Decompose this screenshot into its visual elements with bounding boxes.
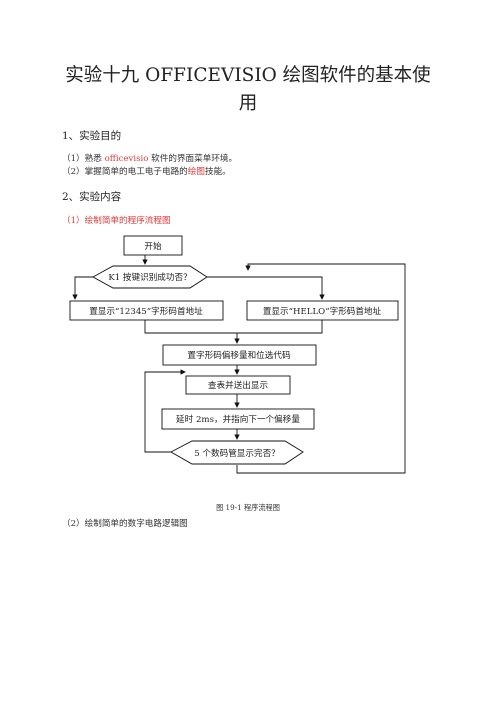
delay-box — [161, 408, 315, 430]
right-address-box — [246, 300, 399, 321]
decision1-hexagon — [92, 265, 208, 289]
lookup-label: 查表并送出显示 — [208, 379, 269, 391]
content-item-logic-diagram: （2）绘制简单的数字电路逻辑图 — [62, 519, 188, 529]
purpose-item-1-highlight: officevisio — [104, 154, 149, 164]
offset-label: 置字形码偏移量和位选代码 — [187, 349, 291, 361]
purpose-item-1: （1）熟悉 officevisio 软件的界面菜单环境。 — [62, 152, 237, 164]
page-title: 实验十九 OFFICEVISIO 绘图软件的基本使 用 — [40, 62, 456, 118]
arrow-decision1-to-right-box — [207, 276, 325, 300]
purpose-item-1-suffix: 软件的界面菜单环境。 — [148, 154, 238, 164]
line-decision2-down — [236, 465, 400, 474]
decision1-label: K1 按键识别成功否？ — [108, 271, 191, 283]
delay-label: 延时 2ms，并指向下一个偏移量 — [176, 413, 300, 425]
purpose-item-2: （2）掌握简单的电工电子电路的绘图技能。 — [62, 165, 231, 177]
arrow-left-box-to-offset — [144, 320, 240, 344]
arrow-decision1-to-left-box — [72, 276, 93, 300]
purpose-item-1-prefix: （1）熟悉 — [62, 154, 105, 164]
purpose-item-2-highlight: 绘图 — [187, 167, 205, 177]
lookup-box — [185, 375, 291, 395]
right-address-label: 置显示“HELLO”字形码首地址 — [263, 305, 382, 317]
offset-box — [162, 344, 317, 366]
purpose-item-2-prefix: （2）掌握简单的电工电子电路的 — [62, 167, 188, 177]
left-address-label: 置显示“12345”字形码首地址 — [89, 305, 203, 317]
purpose-item-2-suffix: 技能。 — [204, 167, 231, 177]
line-right-box-to-merge — [237, 320, 323, 334]
start-box — [123, 235, 183, 256]
start-label: 开始 — [144, 240, 162, 252]
decision2-hexagon — [170, 440, 304, 465]
arrow-decision2-loop-to-lookup — [144, 369, 186, 453]
content-item-flowchart: （1）绘制简单的程序流程图 — [62, 216, 171, 226]
title-line-1: 实验十九 OFFICEVISIO 绘图软件的基本使 — [65, 65, 431, 86]
left-address-box — [69, 300, 224, 321]
title-line-2: 用 — [238, 93, 258, 114]
section-heading-content: 2、实验内容 — [62, 191, 122, 203]
section-heading-purpose: 1、实验目的 — [62, 130, 122, 142]
decision2-label: 5 个数码管显示完否？ — [194, 447, 280, 459]
figure-caption: 图 19-1 程序流程图 — [216, 503, 280, 512]
arrow-outer-loop-to-decision1 — [245, 263, 406, 474]
